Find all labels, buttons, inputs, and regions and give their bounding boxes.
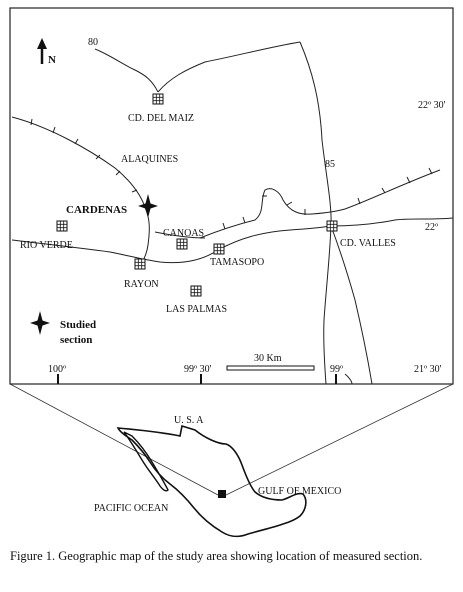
lat-label-21-30: 21º 30' (414, 364, 442, 375)
label-tamasopo: TAMASOPO (210, 257, 264, 268)
road-canoas (154, 231, 206, 239)
studied-section-star (138, 194, 158, 218)
road-cardenas-canoas (140, 209, 150, 265)
town-marker-rio-verde (56, 220, 68, 232)
inset-label-gulf-of-mexico: GULF OF MEXICO (258, 486, 341, 497)
north-label: N (48, 54, 56, 66)
railway-ticks-nw (30, 118, 138, 193)
lon-label-99-30: 99º 30' (184, 364, 212, 375)
connector-left (9, 383, 219, 496)
label-cardenas: CARDENAS (66, 204, 127, 216)
label-alaquines: ALAQUINES (121, 154, 178, 165)
highway-80-east (157, 41, 301, 93)
label-rio-verde: RIO VERDE (20, 240, 73, 251)
town-marker-las-palmas (190, 285, 202, 297)
route-85-label: 85 (325, 159, 335, 170)
map-frame (9, 7, 454, 385)
scale-bar (226, 365, 315, 371)
label-canoas: CANOAS (163, 228, 204, 239)
label-las-palmas: LAS PALMAS (166, 304, 227, 315)
lat-label-22: 22º (425, 222, 438, 233)
road-north (299, 41, 323, 141)
label-rayon: RAYON (124, 279, 159, 290)
figure-caption: Figure 1. Geographic map of the study ar… (10, 549, 423, 563)
inset-mexico-outline (116, 424, 307, 538)
longitude-ticks (57, 374, 337, 384)
legend-label-section: section (60, 334, 92, 346)
road-rio-verde (11, 217, 454, 264)
lat-label-22-30: 22º 30' (418, 100, 446, 111)
legend-label-studied: Studied (60, 319, 96, 331)
route-80-label: 80 (88, 37, 98, 48)
railway-northwest (11, 116, 147, 211)
town-marker-cd-del-maiz (152, 93, 164, 105)
town-marker-cd-valles (326, 220, 338, 232)
label-cd-valles: CD. VALLES (340, 238, 396, 249)
railway-east (199, 169, 441, 239)
town-marker-tamasopo (213, 243, 225, 255)
town-marker-rayon (134, 258, 146, 270)
label-cd-del-maiz: CD. DEL MAIZ (128, 113, 194, 124)
railway-ticks-east (222, 167, 433, 230)
inset-label-pacific-ocean: PACIFIC OCEAN (94, 503, 168, 514)
town-marker-canoas (176, 238, 188, 250)
road-southeast (330, 225, 373, 385)
legend-star-icon (30, 311, 50, 335)
inset-baja-california (123, 431, 169, 492)
connector-right (225, 383, 454, 496)
highway-85 (321, 139, 332, 385)
inset-study-area-marker (218, 490, 226, 498)
road-east-edge (344, 373, 353, 385)
lon-label-99: 99º (330, 364, 343, 375)
scale-label: 30 Km (254, 353, 282, 364)
lon-label-100: 100º (48, 364, 66, 375)
inset-label-usa: U. S. A (174, 415, 204, 426)
highway-80 (94, 48, 159, 93)
north-arrow: N (37, 38, 56, 66)
